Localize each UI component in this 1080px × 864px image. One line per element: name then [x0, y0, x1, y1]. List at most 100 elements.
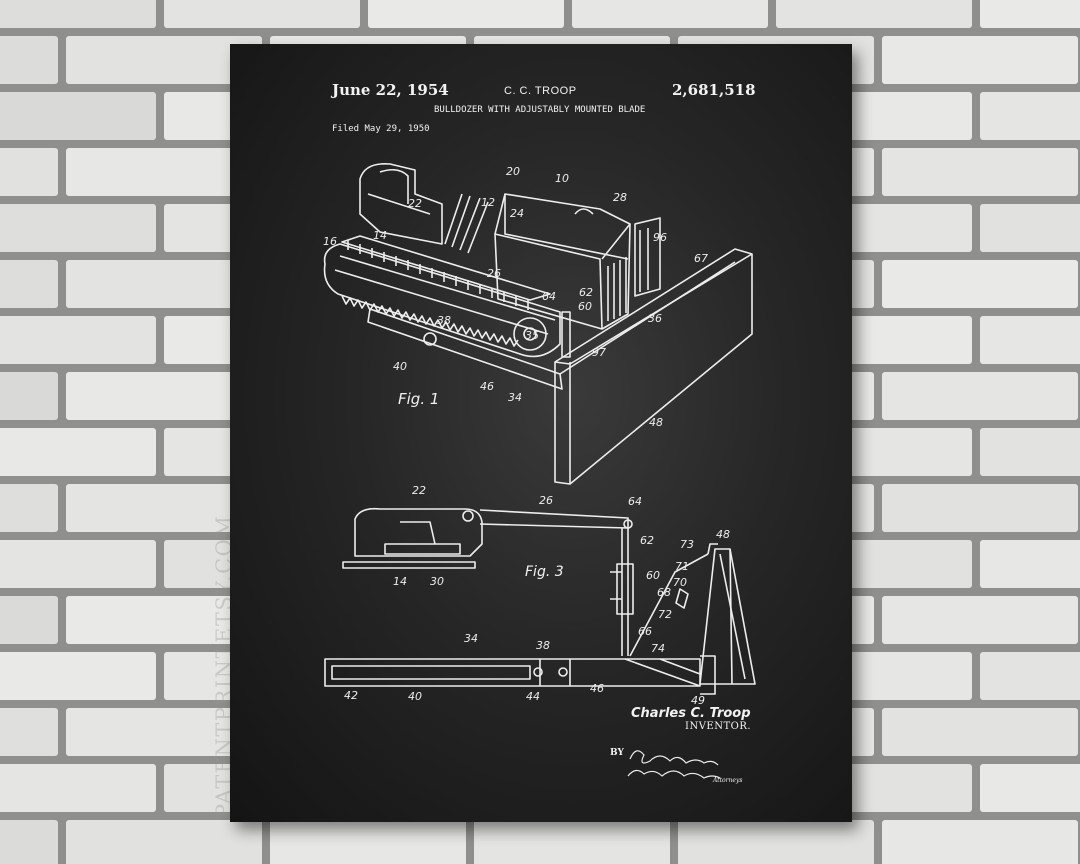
brick	[0, 820, 58, 864]
ref-36: 36	[648, 312, 662, 325]
brick	[882, 484, 1078, 532]
brick	[0, 148, 58, 196]
brick	[882, 596, 1078, 644]
brick	[66, 36, 262, 84]
brick	[0, 764, 156, 812]
patent-title: BULLDOZER WITH ADJUSTABLY MOUNTED BLADE	[434, 105, 646, 115]
ref3-44: 44	[526, 690, 540, 703]
ref-48: 48	[649, 416, 663, 429]
ref3-62: 62	[640, 534, 654, 547]
ref-10: 10	[555, 172, 569, 185]
ref-16: 16	[323, 235, 337, 248]
ref-64: 64	[542, 290, 556, 303]
inventor-name: Charles C. Troop	[631, 706, 751, 721]
brick	[66, 372, 262, 420]
brick	[0, 372, 58, 420]
fig3-label: Fig. 3	[525, 564, 564, 580]
ref3-34: 34	[464, 632, 478, 645]
ref3-14: 14	[393, 575, 407, 588]
fig1-bulldozer-drawing	[323, 162, 753, 485]
brick	[0, 260, 58, 308]
ref3-72: 72	[658, 608, 672, 621]
patent-drawing: 20 10 28 22 12 24 16 14 96 67 26 62 64 6…	[323, 162, 756, 779]
ref-60: 60	[578, 300, 592, 313]
brick	[270, 820, 466, 864]
ref-26: 26	[487, 267, 501, 280]
ref-34: 34	[508, 391, 522, 404]
ref3-38: 38	[536, 639, 550, 652]
brick	[0, 316, 156, 364]
ref-14: 14	[373, 229, 387, 242]
ref3-64: 64	[628, 495, 642, 508]
ref-97: 97	[592, 346, 606, 359]
ref3-22: 22	[412, 484, 426, 497]
ref-40: 40	[393, 360, 407, 373]
ref3-30: 30	[430, 575, 444, 588]
ref-67: 67	[694, 252, 708, 265]
ref-62: 62	[579, 286, 593, 299]
brick	[882, 372, 1078, 420]
ref3-26: 26	[539, 494, 553, 507]
fig1-label: Fig. 1	[398, 390, 440, 408]
ref-22: 22	[408, 197, 422, 210]
brick	[980, 316, 1080, 364]
ref3-66: 66	[638, 625, 652, 638]
brick	[980, 652, 1080, 700]
brick	[0, 92, 156, 140]
ref-38: 38	[437, 314, 451, 327]
brick	[368, 0, 564, 28]
brick	[882, 820, 1078, 864]
brick	[0, 708, 58, 756]
ref3-60: 60	[646, 569, 660, 582]
brick	[66, 484, 262, 532]
filed-date: Filed May 29, 1950	[332, 124, 430, 134]
ref3-71: 71	[675, 560, 689, 573]
fig3-side-view-drawing	[324, 507, 756, 695]
brick	[882, 708, 1078, 756]
brick	[0, 204, 156, 252]
brick	[980, 204, 1080, 252]
fig1-reference-numerals: 20 10 28 22 12 24 16 14 96 67 26 62 64 6…	[323, 165, 708, 429]
ref3-40: 40	[408, 690, 422, 703]
brick	[980, 540, 1080, 588]
ref-20: 20	[506, 165, 520, 178]
ref-28: 28	[613, 191, 627, 204]
ref3-70: 70	[673, 576, 687, 589]
brick	[980, 0, 1080, 28]
attorney-signature-drawing	[627, 750, 721, 779]
brick	[0, 540, 156, 588]
ref-96: 96	[653, 231, 667, 244]
brick	[882, 148, 1078, 196]
brick	[678, 820, 874, 864]
ref-24: 24	[510, 207, 524, 220]
brick	[980, 92, 1080, 140]
patent-date: June 22, 1954	[332, 81, 449, 99]
brick	[66, 596, 262, 644]
brick	[66, 708, 262, 756]
inventor-header: C. C. TROOP	[504, 85, 577, 97]
brick	[980, 428, 1080, 476]
brick	[164, 0, 360, 28]
ref-46: 46	[480, 380, 494, 393]
ref3-46: 46	[590, 682, 604, 695]
brick	[882, 36, 1078, 84]
patent-number: 2,681,518	[672, 81, 756, 99]
ref3-49: 49	[691, 694, 705, 707]
fig3-reference-numerals: 22 26 64 62 73 48 60 71 70 68 72 66 74 1…	[344, 484, 730, 707]
ref-35: 35	[525, 329, 539, 342]
by-label: BY	[610, 748, 624, 758]
brick	[474, 820, 670, 864]
attorneys-label: Attorneys	[713, 777, 743, 784]
brick	[0, 0, 156, 28]
ref3-68: 68	[657, 586, 671, 599]
brick	[66, 820, 262, 864]
brick	[572, 0, 768, 28]
brick	[0, 596, 58, 644]
brick	[0, 484, 58, 532]
brick	[66, 260, 262, 308]
ref3-73: 73	[680, 538, 694, 551]
brick	[882, 260, 1078, 308]
brick	[0, 428, 156, 476]
ref3-42: 42	[344, 689, 358, 702]
brick	[0, 652, 156, 700]
